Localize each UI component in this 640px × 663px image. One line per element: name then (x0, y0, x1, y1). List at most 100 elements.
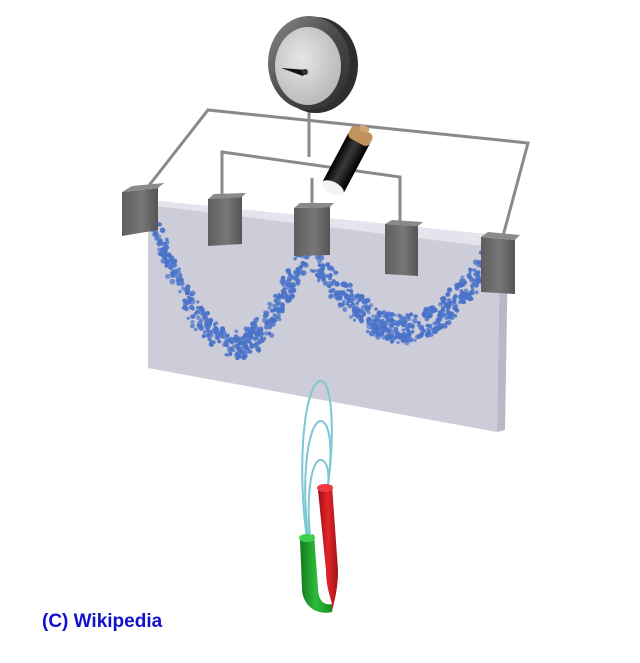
particle (220, 327, 226, 332)
magnet-north-pole (318, 485, 338, 612)
particle (409, 338, 413, 343)
particle (165, 273, 171, 280)
particle (411, 330, 415, 334)
particle (247, 333, 254, 340)
particle (178, 289, 182, 294)
particle (454, 285, 460, 291)
particle (209, 333, 214, 338)
particle (397, 319, 402, 324)
particle-band (150, 216, 502, 361)
particle (446, 308, 450, 313)
particle (469, 289, 475, 296)
particle (152, 232, 156, 237)
particle (224, 342, 228, 347)
wire-outer-loop (138, 108, 530, 237)
particle (199, 310, 204, 316)
particle (377, 311, 381, 315)
particle (410, 324, 415, 328)
particle (316, 254, 321, 259)
particle (468, 276, 473, 281)
particle (462, 300, 466, 305)
particle (325, 262, 330, 267)
particle (468, 267, 472, 271)
particle (207, 317, 214, 324)
particle (463, 281, 468, 285)
particle (365, 329, 370, 334)
particle (463, 288, 469, 293)
particle (405, 313, 411, 319)
particle (326, 274, 330, 278)
particle (347, 282, 353, 288)
particle (392, 313, 397, 317)
particle (358, 308, 363, 313)
electrode-2 (208, 193, 246, 246)
particle (346, 288, 350, 292)
particle (232, 338, 237, 344)
particle (286, 275, 293, 282)
particle (208, 324, 212, 328)
particle (379, 330, 383, 334)
particle (190, 314, 195, 319)
particle (186, 316, 190, 320)
particle (275, 295, 282, 302)
particle (396, 313, 401, 318)
particle (242, 342, 248, 348)
particle (166, 252, 172, 257)
particle (331, 267, 335, 272)
particle (190, 306, 195, 311)
particle (473, 259, 479, 265)
particle (280, 289, 285, 294)
particle (195, 315, 201, 320)
particle (155, 234, 162, 241)
particle (286, 294, 290, 299)
particle (411, 318, 418, 324)
particle (425, 323, 430, 328)
particle (195, 305, 200, 310)
particle (342, 299, 346, 304)
particle (272, 313, 277, 318)
particle (377, 320, 384, 326)
particle (211, 340, 216, 345)
particle (445, 292, 451, 297)
particle (470, 284, 474, 288)
field-line-middle (304, 419, 332, 549)
particle (347, 303, 353, 309)
particle (364, 306, 371, 312)
particle (223, 334, 229, 340)
particle (210, 329, 215, 333)
magnet-icon (299, 484, 338, 613)
particle (317, 263, 322, 268)
particle (256, 328, 262, 334)
particle (448, 302, 453, 307)
particle (467, 273, 472, 278)
particle (457, 295, 462, 300)
particle (475, 270, 480, 275)
particle (459, 289, 464, 293)
particle (205, 310, 210, 316)
particle (303, 255, 307, 260)
particle (374, 307, 378, 311)
particle (236, 336, 241, 342)
particle (423, 308, 429, 314)
magnetic-field-lines (301, 380, 333, 552)
particle (388, 317, 394, 323)
particle (468, 270, 472, 275)
particle (328, 294, 333, 299)
particle (446, 287, 453, 293)
particle (329, 288, 334, 293)
particle (207, 336, 212, 341)
particle (168, 265, 174, 271)
particle (201, 334, 206, 339)
particle (288, 289, 293, 295)
particle (353, 318, 357, 322)
particle (270, 318, 274, 322)
particle (284, 279, 288, 283)
particle (208, 341, 213, 346)
particle (354, 314, 359, 318)
particle (358, 317, 363, 322)
wiring (138, 108, 530, 237)
particle (334, 270, 339, 275)
particle (430, 327, 434, 332)
particle (256, 339, 262, 345)
